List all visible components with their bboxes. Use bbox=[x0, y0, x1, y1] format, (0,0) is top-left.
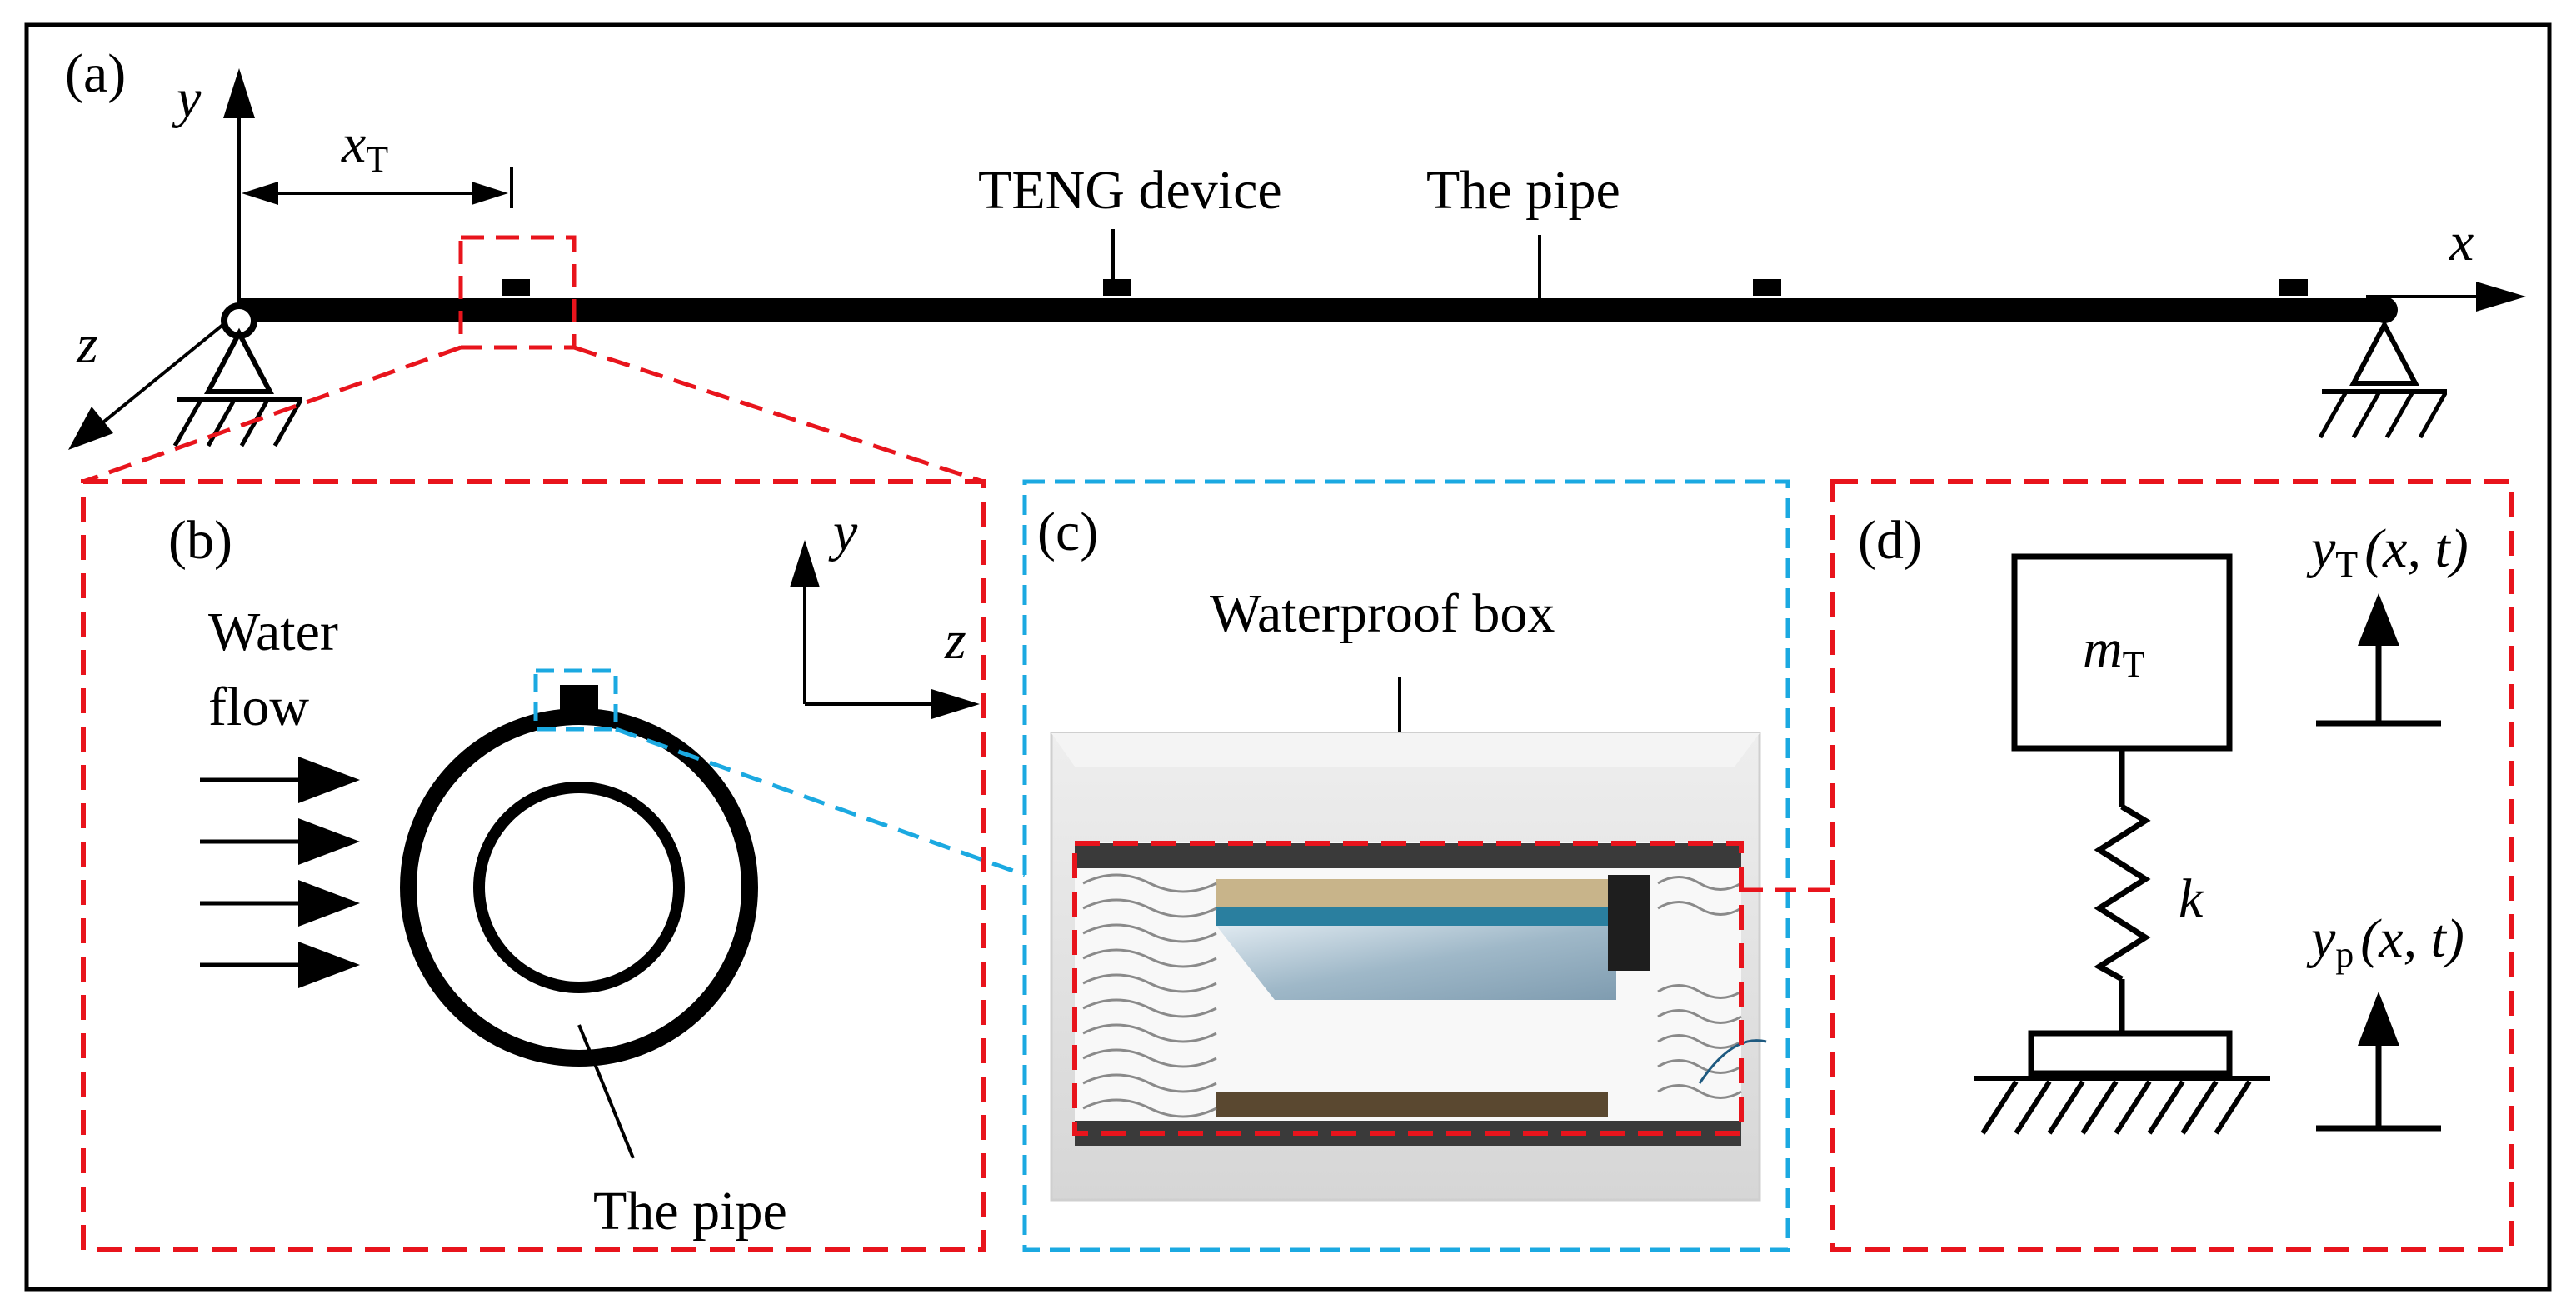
figure-frame bbox=[24, 22, 2552, 1292]
z-axis-arrowhead-icon bbox=[68, 407, 113, 450]
callout-leader-right bbox=[573, 345, 984, 484]
teng-device bbox=[502, 279, 530, 296]
water-flow-arrows bbox=[200, 757, 360, 988]
panel-c-label: (c) bbox=[1037, 502, 1098, 562]
mass-label: mT bbox=[2083, 618, 2145, 685]
spring-icon bbox=[1082, 873, 1217, 1118]
b-y-axis-label: y bbox=[828, 502, 858, 562]
pipe-inner-wall bbox=[473, 782, 685, 993]
panel-a-label: (a) bbox=[65, 43, 126, 104]
panel-b-frame bbox=[81, 479, 986, 1252]
device-blue-callout bbox=[533, 668, 618, 732]
base-plate bbox=[2028, 1030, 2233, 1077]
b-z-arrowhead-icon bbox=[931, 689, 980, 719]
panel-c: (c) Waterproof box bbox=[1022, 479, 1833, 1252]
water-flow-label-line1: Water bbox=[208, 602, 338, 662]
water-flow-label-line2: flow bbox=[208, 677, 309, 737]
blue-callout-leader bbox=[615, 727, 1026, 877]
wire bbox=[1698, 1039, 1767, 1084]
xT-arrow-left-icon bbox=[242, 182, 278, 205]
xT-arrow-right-icon bbox=[472, 182, 508, 205]
teng-device-label: TENG device bbox=[978, 160, 1282, 221]
teng-device bbox=[1103, 279, 1131, 296]
y-axis-arrowhead-icon bbox=[223, 68, 255, 118]
panel-a: (a) y x z xT TENG device The pip bbox=[65, 43, 2526, 484]
arrow-icon bbox=[298, 880, 360, 927]
x-axis-arrowhead-icon bbox=[2476, 282, 2526, 312]
pipe-outer-wall bbox=[400, 708, 758, 1067]
yT-label: yT(x, t) bbox=[2306, 518, 2469, 585]
fixed-ground-icon bbox=[1974, 1076, 2270, 1135]
yp-label: yp(x, t) bbox=[2306, 908, 2464, 975]
arrow-icon bbox=[298, 818, 360, 865]
yT-arrowhead-icon bbox=[2358, 593, 2399, 646]
panel-d-frame bbox=[1830, 479, 2514, 1252]
z-axis-label: z bbox=[76, 314, 98, 375]
spring-constant-label: k bbox=[2179, 868, 2204, 929]
spring-icon bbox=[2094, 748, 2151, 1033]
pin-support-icon bbox=[2318, 319, 2448, 439]
panel-d: (d) mT k yT(x, t) bbox=[1830, 479, 2514, 1252]
xT-label: xT bbox=[341, 113, 388, 180]
b-y-arrowhead-icon bbox=[790, 540, 820, 587]
pipe-b-leader-line bbox=[577, 1024, 635, 1159]
arrow-icon bbox=[298, 757, 360, 803]
y-axis-label: y bbox=[172, 68, 202, 129]
waterproof-box-label: Waterproof box bbox=[1210, 583, 1555, 644]
arrow-icon bbox=[298, 942, 360, 988]
b-z-axis-label: z bbox=[944, 610, 966, 671]
pipe-label-b: The pipe bbox=[593, 1181, 787, 1242]
panel-d-label: (d) bbox=[1858, 510, 1922, 571]
spring-icon bbox=[1657, 876, 1742, 1099]
teng-device-section bbox=[560, 685, 598, 710]
inner-red-callout bbox=[1072, 841, 1744, 1136]
pipe-label-a: The pipe bbox=[1426, 160, 1620, 221]
panel-b: (b) Water flow The pipe y z bbox=[81, 479, 1026, 1252]
pipe-end-right bbox=[2371, 297, 2398, 323]
x-axis-label: x bbox=[2449, 212, 2474, 272]
teng-device bbox=[2279, 279, 2308, 296]
yp-arrowhead-icon bbox=[2358, 992, 2399, 1046]
waterproof-box-render bbox=[1050, 732, 1767, 1202]
mass-block bbox=[2011, 553, 2233, 752]
device-callout-box bbox=[458, 235, 577, 350]
callout-leader-left bbox=[82, 345, 462, 484]
z-axis-arrow bbox=[98, 310, 241, 427]
panel-b-label: (b) bbox=[168, 510, 232, 571]
panel-c-frame bbox=[1022, 479, 1790, 1252]
teng-device bbox=[1753, 279, 1781, 296]
pin-support-icon bbox=[172, 327, 302, 447]
dielectric-film bbox=[1216, 926, 1616, 1000]
